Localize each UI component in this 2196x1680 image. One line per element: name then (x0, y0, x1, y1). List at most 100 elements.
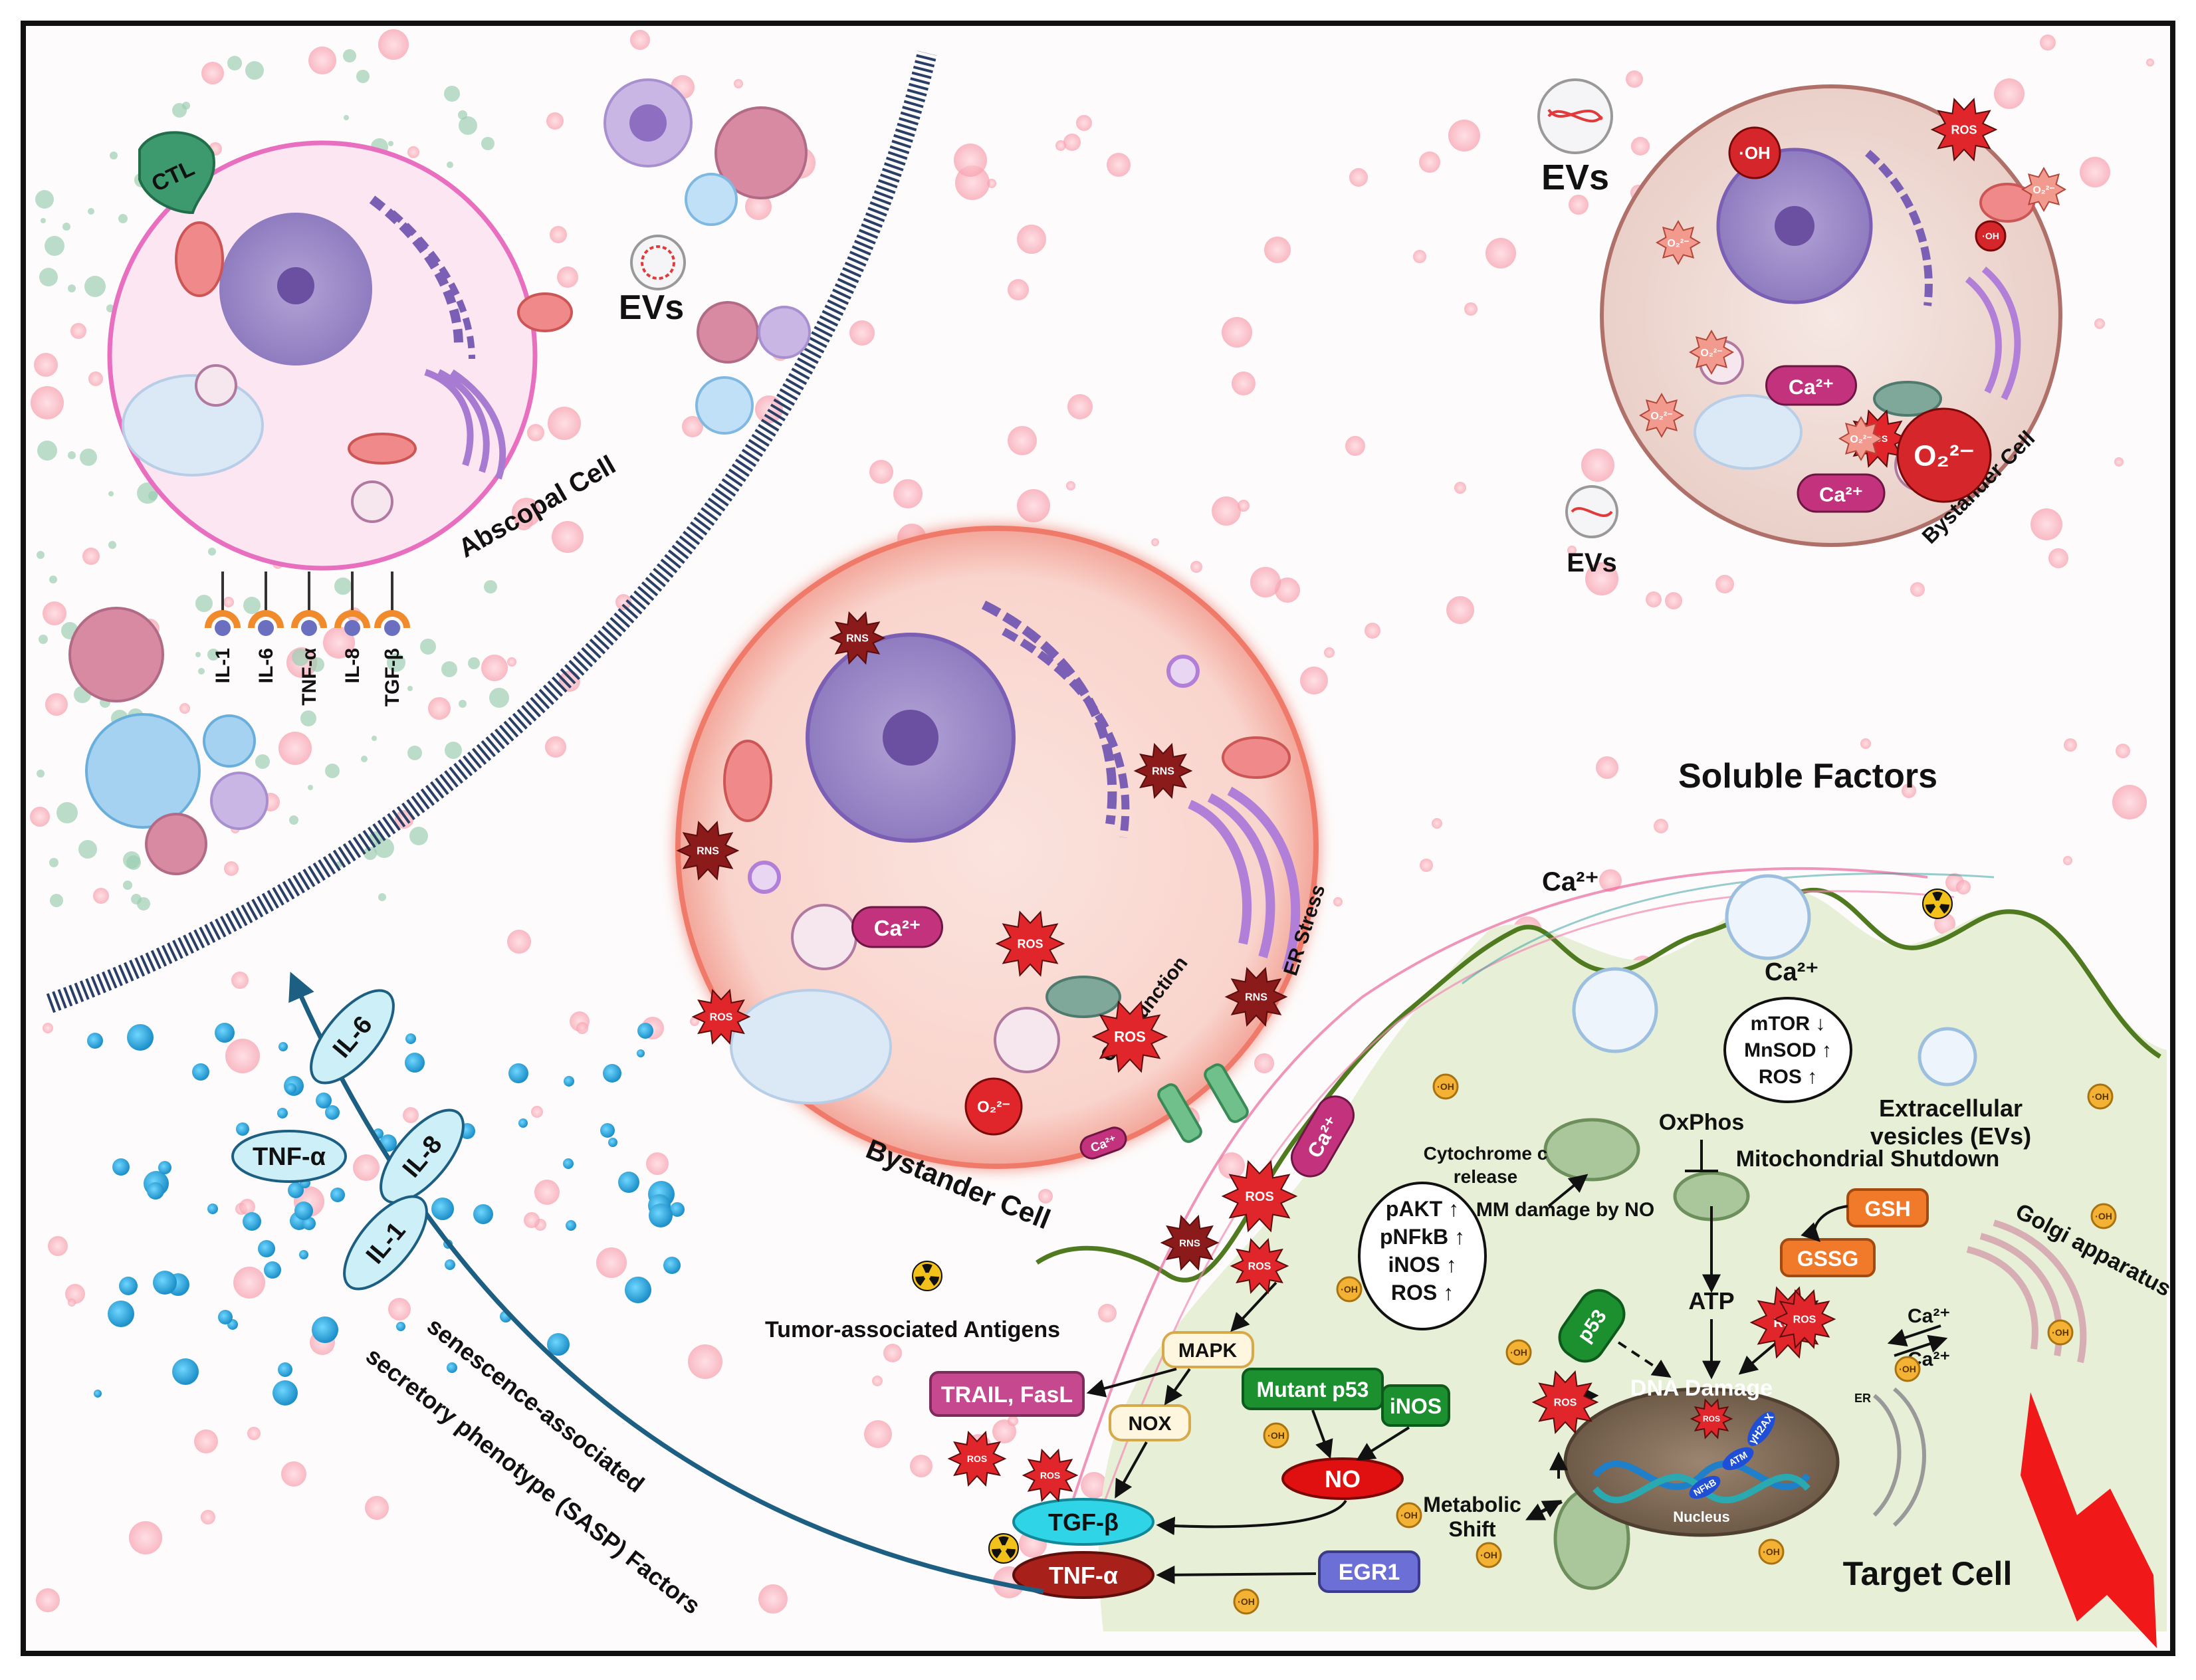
lysosome (791, 904, 857, 970)
hydroxyl-label: ·OH (2052, 1327, 2069, 1338)
background-particle (954, 144, 987, 177)
hydroxyl-radical: ·OH (1233, 1588, 1260, 1615)
background-particle (688, 1344, 722, 1379)
dna-damage-label: DNA Damage (1630, 1376, 1773, 1401)
background-particle (615, 594, 631, 610)
background-particle (1250, 567, 1281, 597)
vesicle (748, 861, 781, 894)
sasp-particle (119, 1277, 138, 1295)
abscopal-particle (49, 576, 57, 583)
sasp-factor-2: IL-8 (380, 1108, 465, 1204)
background-particle (1599, 869, 1622, 892)
sasp-particle (94, 1390, 102, 1398)
ev-left: EVs (619, 235, 686, 327)
abscopal-particle (344, 115, 349, 120)
radical-label: O₂²⁻ (977, 1098, 1010, 1116)
immune-cell (697, 301, 759, 364)
background-particle (43, 1023, 53, 1033)
sasp-particle (288, 1182, 304, 1198)
mutant-p53-label: Mutant p53 (1257, 1378, 1369, 1402)
species-label: ROS (1017, 937, 1043, 950)
target-cell-label: Target Cell (1843, 1555, 2013, 1592)
sasp-particle (158, 1161, 171, 1174)
ev-label-line2: vesicles (EVs) (1870, 1122, 2031, 1150)
golgi (424, 369, 506, 480)
superoxide-burst: O₂²⁻ (1838, 415, 1884, 462)
trail-fasl-label: TRAIL, FasL (941, 1382, 1073, 1408)
background-particle (550, 226, 567, 243)
sasp-particle (473, 1204, 493, 1224)
background-particle (48, 1236, 68, 1256)
mitochondrion (1873, 381, 1942, 417)
background-particle (82, 548, 100, 565)
background-particle (872, 1376, 883, 1386)
background-particle (1902, 784, 1916, 798)
sasp-particle (603, 1064, 621, 1083)
mitochondrion (723, 740, 772, 822)
mapk-box (1162, 1331, 1254, 1368)
calcium-ion: Ca²⁺ (1797, 473, 1886, 513)
background-particle (2031, 508, 2062, 540)
abscopal-particle (245, 61, 264, 80)
species-label: ROS (710, 1012, 733, 1023)
background-particle (910, 1455, 933, 1477)
background-particle (1008, 1416, 1018, 1426)
vacuole (122, 374, 264, 476)
abscopal-particle (108, 541, 116, 549)
bystander-tr-golgi (1965, 266, 2021, 401)
sasp-particle (207, 1204, 218, 1214)
nucleus-label: Nucleus (1673, 1509, 1730, 1525)
sasp-particle (108, 1301, 134, 1327)
background-particle (1222, 317, 1252, 348)
abscopal-particle (49, 858, 58, 867)
evs-left-label: EVs (619, 288, 684, 327)
background-particle (1365, 623, 1380, 639)
ros-burst: ROS (1221, 1160, 1298, 1233)
ca-vesicle-label: Ca²⁺ (1765, 958, 1818, 986)
background-particle (403, 1107, 419, 1123)
abscopal-particle (37, 441, 57, 461)
background-particle (1300, 667, 1328, 694)
background-particle (231, 972, 249, 989)
background-particle (552, 521, 584, 553)
calcium-ion: Ca²⁺ (851, 906, 943, 948)
background-particle (323, 627, 355, 659)
background-particle (1349, 168, 1368, 187)
abscopal-particle (310, 657, 324, 672)
ros-burst: ROS (995, 910, 1065, 977)
background-particle (30, 807, 50, 827)
background-particle (507, 657, 516, 667)
calcium-label: Ca²⁺ (1819, 482, 1863, 506)
receptor-3: IL-8 (334, 572, 370, 683)
evs-top-right-label: EVs (1541, 158, 1609, 197)
rns-burst: RNS (829, 611, 886, 665)
evs-small-label: EVs (1567, 548, 1617, 578)
inos-box (1381, 1384, 1450, 1427)
abscopal-particle (78, 840, 97, 859)
hydroxyl-radical: ·OH (1758, 1538, 1785, 1565)
background-particle (1275, 578, 1300, 603)
bystander-er (1002, 627, 1130, 838)
superoxide-burst: O₂²⁻ (1638, 392, 1685, 439)
superoxide-label: O₂²⁻ (1650, 411, 1672, 422)
sasp-particle (625, 1277, 651, 1303)
background-particle (1596, 756, 1618, 779)
background-particle (388, 1298, 411, 1320)
background-particle (1063, 134, 1081, 151)
background-particle (1151, 538, 1159, 546)
background-particle (395, 810, 413, 829)
radiation-icon (988, 1533, 1019, 1564)
abscopal-particle (118, 214, 128, 223)
radical-bubble: O₂²⁻ (964, 1077, 1023, 1136)
background-particle (65, 1284, 85, 1304)
hydroxyl-radical: ·OH (1396, 1502, 1422, 1528)
abscopal-particle (195, 652, 201, 657)
abscopal-particle (300, 710, 316, 726)
background-particle (682, 416, 703, 437)
background-particle (1017, 489, 1050, 522)
sasp-particle (218, 1310, 233, 1324)
sasp-particle (278, 1362, 292, 1377)
immune-cell (145, 813, 207, 875)
